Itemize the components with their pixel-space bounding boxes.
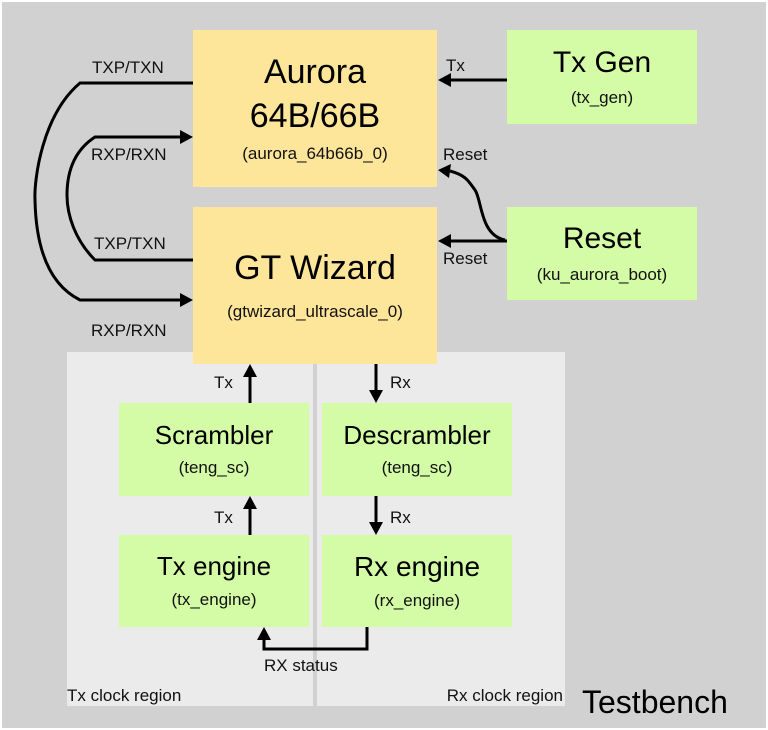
label-aurora-txp-txn: TXP/TXN — [92, 58, 164, 77]
reset-title: Reset — [562, 222, 642, 256]
label-txgen-tx: Tx — [446, 56, 465, 75]
label-rx-status: RX status — [264, 656, 338, 675]
label-descrambler-rx: Rx — [390, 373, 411, 392]
label-aurora-rxp-rxn: RXP/RXN — [91, 145, 167, 164]
gtwizard-instance: (gtwizard_ultrascale_0) — [227, 302, 403, 322]
descrambler-title: Descrambler — [343, 419, 491, 450]
rxengine-title: Rx engine — [353, 550, 481, 582]
gtwizard-block[interactable]: GT Wizard (gtwizard_ultrascale_0) — [193, 207, 437, 364]
aurora-instance: (aurora_64b66b_0) — [242, 143, 388, 163]
gtwizard-title: GT Wizard — [234, 248, 396, 287]
txgen-title: Tx Gen — [552, 45, 652, 79]
label-scrambler-tx: Tx — [214, 373, 233, 392]
label-rxengine-rx: Rx — [390, 508, 411, 527]
txgen-instance: (tx_gen) — [570, 88, 634, 108]
aurora-block[interactable]: Aurora 64B/66B (aurora_64b66b_0) — [193, 30, 437, 187]
aurora-title-line2: 64B/66B — [249, 96, 381, 135]
label-gt-rxp-rxn: RXP/RXN — [91, 321, 167, 340]
scrambler-instance: (teng_sc) — [178, 458, 250, 478]
testbench-label: Testbench — [582, 684, 728, 720]
label-txengine-tx: Tx — [214, 508, 233, 527]
label-reset-gt: Reset — [443, 249, 488, 268]
txgen-block[interactable]: Tx Gen (tx_gen) — [507, 30, 697, 124]
txengine-block[interactable]: Tx engine (tx_engine) — [119, 535, 309, 627]
rxengine-instance: (rx_engine) — [374, 591, 460, 611]
descrambler-instance: (teng_sc) — [381, 458, 453, 478]
scrambler-title: Scrambler — [154, 419, 274, 450]
tx-clock-region-label: Tx clock region — [67, 686, 182, 705]
txengine-title: Tx engine — [156, 551, 272, 582]
descrambler-block[interactable]: Descrambler (teng_sc) — [322, 403, 512, 496]
rx-clock-region-label: Rx clock region — [446, 686, 563, 705]
txengine-instance: (tx_engine) — [171, 589, 257, 609]
label-reset-aurora: Reset — [443, 145, 488, 164]
rxengine-block[interactable]: Rx engine (rx_engine) — [322, 535, 512, 627]
aurora-title-line1: Aurora — [263, 53, 367, 92]
label-gt-txp-txn: TXP/TXN — [94, 234, 166, 253]
reset-block[interactable]: Reset (ku_aurora_boot) — [507, 207, 697, 300]
reset-instance: (ku_aurora_boot) — [536, 264, 668, 284]
scrambler-block[interactable]: Scrambler (teng_sc) — [119, 403, 309, 496]
